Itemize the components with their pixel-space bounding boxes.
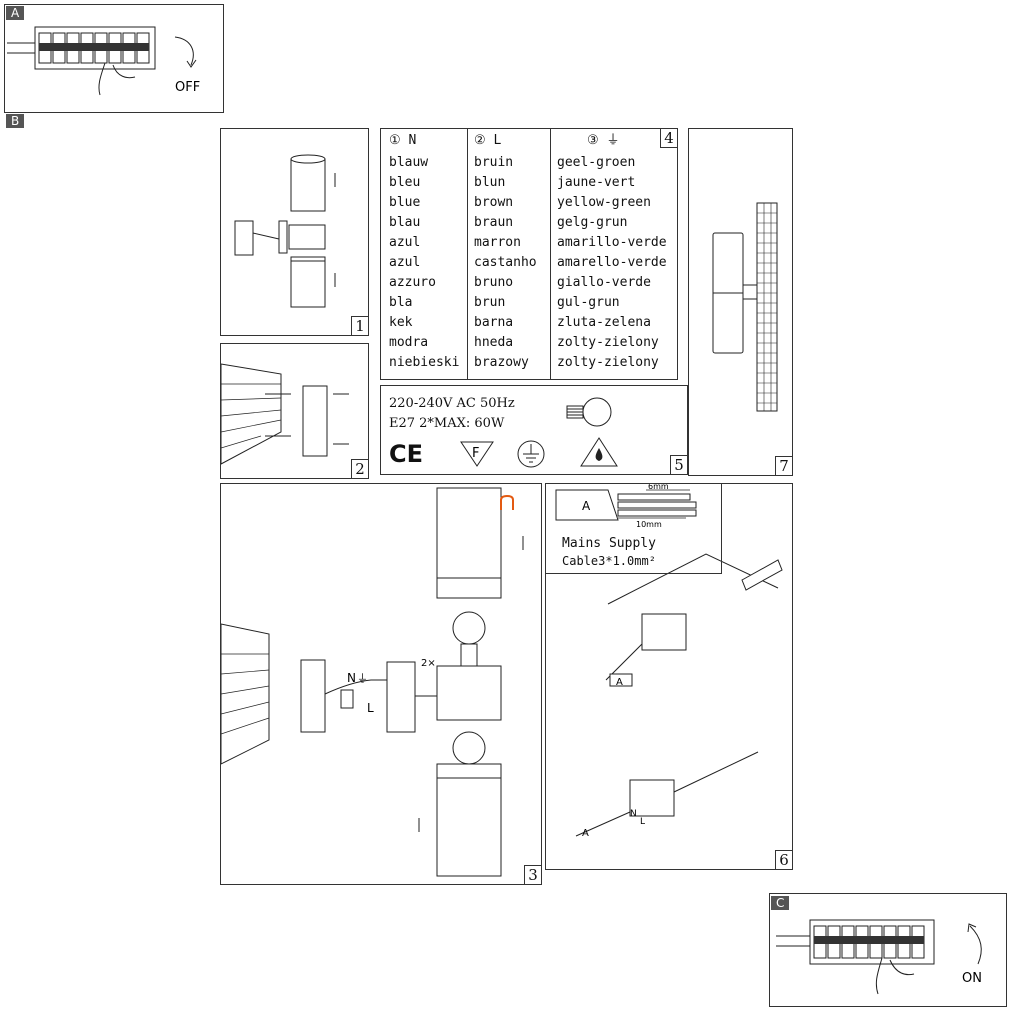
- neutral-colour: modra: [389, 335, 429, 350]
- neutral-colour: azul: [389, 255, 421, 270]
- neutral-header: N: [408, 133, 417, 148]
- wiring-assembly-illustration: N ⏚ L 2×: [220, 487, 524, 877]
- column-live: ② L bruin blun brown braun marron castan…: [474, 129, 550, 379]
- panel-2-number: 2: [351, 459, 368, 478]
- earth-symbol: ⏚: [357, 672, 368, 685]
- panel-6-number: 6: [775, 850, 792, 869]
- drip-proof-icon: [580, 437, 618, 467]
- neutral-colour: niebieski: [389, 355, 460, 370]
- connector-a-label-lower: A: [582, 828, 589, 839]
- neutral-colour: blau: [389, 215, 421, 230]
- earth-colour: zluta-zelena: [557, 315, 651, 330]
- mounted-lamp-illustration: [712, 202, 778, 412]
- strip-length-bottom: 10mm: [636, 520, 662, 529]
- live-colour: bruin: [474, 155, 514, 170]
- live-colour: brown: [474, 195, 514, 210]
- panel-1-disassembly: 1: [220, 128, 369, 336]
- panel-3-wiring-assembly: N ⏚ L 2× 3: [220, 483, 542, 885]
- cable-caption-box: [546, 484, 722, 574]
- off-label: OFF: [175, 80, 200, 95]
- panel-2-wall-mounting: 2: [220, 343, 369, 479]
- earth-marker: ③: [587, 133, 599, 148]
- circuit-breaker-on-illustration: ON: [776, 919, 982, 995]
- live-marker: ②: [474, 133, 486, 148]
- cable-caption-line2: Cable3*1.0mm²: [562, 554, 656, 568]
- neutral-label: N: [347, 671, 356, 685]
- live-colour: braun: [474, 215, 514, 230]
- earth-colour: giallo-verde: [557, 275, 651, 290]
- earth-colour: geel-groen: [557, 155, 636, 170]
- ce-mark: CE: [389, 440, 424, 468]
- connector-block-illustration: 6mm 10mm A A A N L: [555, 482, 783, 839]
- panel-6-cable-connection: 6mm 10mm A A A N L Mains Supply Cable3*1…: [545, 482, 793, 870]
- panel-3-number: 3: [524, 865, 541, 884]
- earth-colour: amarello-verde: [557, 255, 667, 270]
- neutral-marker: ①: [389, 133, 401, 148]
- protective-earth-icon: [517, 440, 545, 468]
- column-neutral: ① N blauw bleu blue blau azul azul azzur…: [389, 129, 469, 379]
- neutral-colour: blue: [389, 195, 421, 210]
- panel-5-specification: 220-240V AC 50Hz E27 2*MAX: 60W CE F 5: [380, 385, 688, 475]
- live-colour: brun: [474, 295, 506, 310]
- screw-count-label: 2×: [421, 658, 436, 669]
- neutral-colour: bleu: [389, 175, 421, 190]
- live-header: L: [493, 133, 502, 148]
- earth-colour: jaune-vert: [557, 175, 636, 190]
- live-colour: brazowy: [474, 355, 529, 370]
- live-terminal-label: L: [640, 817, 645, 827]
- neutral-terminal-label: N: [630, 809, 637, 819]
- live-label: L: [367, 701, 374, 715]
- live-colour: marron: [474, 235, 521, 250]
- column-divider: [550, 129, 551, 379]
- step-b-tag: B: [6, 114, 25, 128]
- wall-mounting-illustration: [220, 363, 349, 465]
- panel-4-number: 4: [660, 129, 677, 148]
- neutral-colour: azzuro: [389, 275, 436, 290]
- lamp-disassembly-illustration: [234, 154, 336, 308]
- panel-1-number: 1: [351, 316, 368, 335]
- bulb-spec: E27 2*MAX: 60W: [389, 416, 505, 431]
- column-divider: [467, 129, 468, 379]
- earth-colour: gul-grun: [557, 295, 620, 310]
- cable-sheath-label: A: [582, 499, 591, 513]
- column-earth: ③ ⏚ geel-groen jaune-vert yellow-green g…: [557, 129, 677, 379]
- f-mark-icon: F: [460, 441, 494, 467]
- bulb-icon: [566, 397, 612, 427]
- live-colour: barna: [474, 315, 514, 330]
- earth-colour: yellow-green: [557, 195, 651, 210]
- f-mark-label: F: [472, 446, 479, 461]
- earth-colour: gelg-grun: [557, 215, 628, 230]
- step-a-panel: OFF: [4, 4, 224, 113]
- neutral-colour: blauw: [389, 155, 429, 170]
- neutral-colour: kek: [389, 315, 413, 330]
- circuit-breaker-off-illustration: OFF: [7, 26, 200, 96]
- panel-7-number: 7: [775, 456, 792, 475]
- earth-colour: zolty-zielony: [557, 335, 659, 350]
- live-colour: bruno: [474, 275, 514, 290]
- live-colour: blun: [474, 175, 506, 190]
- neutral-colour: azul: [389, 235, 421, 250]
- earth-colour: zolty-zielony: [557, 355, 659, 370]
- cable-caption-line1: Mains Supply: [562, 536, 656, 551]
- panel-5-number: 5: [670, 455, 687, 474]
- step-c-panel: ON: [769, 893, 1007, 1007]
- panel-4-wire-colour-table: ① N blauw bleu blue blau azul azul azzur…: [380, 128, 678, 380]
- connector-a-label: A: [616, 677, 623, 688]
- panel-7-mounted-lamp: 7: [688, 128, 793, 476]
- on-label: ON: [962, 971, 982, 986]
- voltage-spec: 220-240V AC 50Hz: [389, 396, 515, 411]
- neutral-colour: bla: [389, 295, 413, 310]
- live-colour: hneda: [474, 335, 514, 350]
- step-a-tag: A: [6, 6, 25, 20]
- earth-icon: ⏚: [606, 133, 620, 148]
- earth-colour: amarillo-verde: [557, 235, 667, 250]
- step-c-tag: C: [771, 896, 790, 910]
- live-colour: castanho: [474, 255, 537, 270]
- strip-length-top: 6mm: [648, 484, 669, 491]
